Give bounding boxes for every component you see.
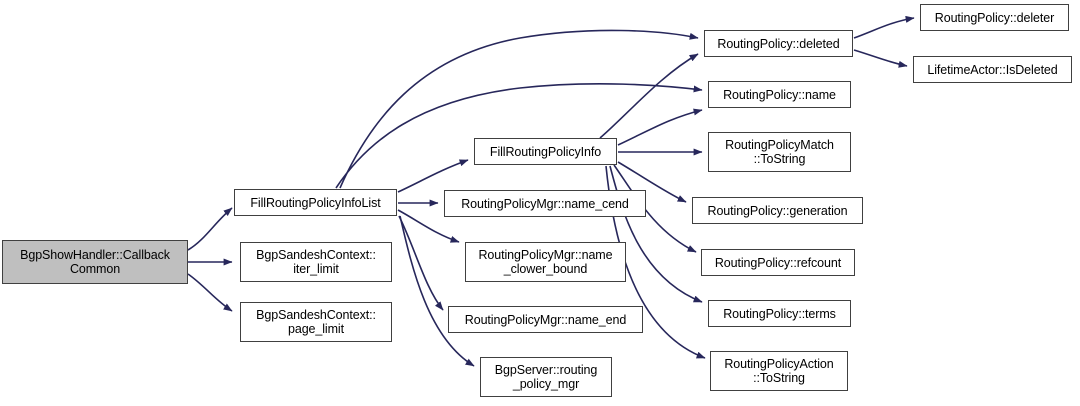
graph-node-policy_generation[interactable]: RoutingPolicy::generation [692, 197, 863, 224]
call-edge-callback_common-to-page_limit [187, 273, 233, 312]
call-edge-fill_list-to-name_end [398, 215, 444, 311]
call-edge-policy_deleted-to-lifetime_isdeleted [853, 49, 908, 68]
call-edge-policy_deleted-to-policy_deleter [853, 15, 915, 39]
graph-node-name_clower_bound[interactable]: RoutingPolicyMgr::name _clower_bound [465, 242, 626, 282]
graph-node-policy_terms[interactable]: RoutingPolicy::terms [708, 300, 851, 327]
graph-node-name_end[interactable]: RoutingPolicyMgr::name_end [448, 306, 643, 333]
call-edge-fill_info-to-policy_name [617, 108, 703, 146]
call-edge-fill_list-to-routing_policy_mgr [399, 215, 475, 367]
graph-node-name_cend[interactable]: RoutingPolicyMgr::name_cend [444, 190, 646, 217]
call-edge-fill_list-to-fill_info [397, 159, 469, 193]
graph-node-iter_limit[interactable]: BgpSandeshContext:: iter_limit [240, 242, 392, 282]
graph-node-fill_list[interactable]: FillRoutingPolicyInfoList [234, 189, 397, 216]
call-edge-fill_list-to-policy_name [335, 83, 703, 189]
graph-node-action_tostring[interactable]: RoutingPolicyAction ::ToString [710, 351, 848, 391]
graph-node-fill_info[interactable]: FillRoutingPolicyInfo [474, 138, 617, 165]
graph-node-page_limit[interactable]: BgpSandeshContext:: page_limit [240, 302, 392, 342]
graph-node-callback_common[interactable]: BgpShowHandler::Callback Common [2, 240, 188, 284]
graph-node-policy_deleter[interactable]: RoutingPolicy::deleter [920, 4, 1069, 31]
graph-node-policy_name[interactable]: RoutingPolicy::name [708, 81, 851, 108]
graph-node-policy_deleted[interactable]: RoutingPolicy::deleted [704, 30, 853, 57]
graph-node-routing_policy_mgr[interactable]: BgpServer::routing _policy_mgr [480, 357, 612, 397]
graph-node-lifetime_isdeleted[interactable]: LifetimeActor::IsDeleted [913, 56, 1072, 83]
graph-node-policy_refcount[interactable]: RoutingPolicy::refcount [701, 249, 855, 276]
call-edge-fill_info-to-policy_deleted [599, 53, 699, 139]
call-edge-callback_common-to-fill_list [187, 207, 233, 251]
graph-node-match_tostring[interactable]: RoutingPolicyMatch ::ToString [708, 132, 851, 172]
